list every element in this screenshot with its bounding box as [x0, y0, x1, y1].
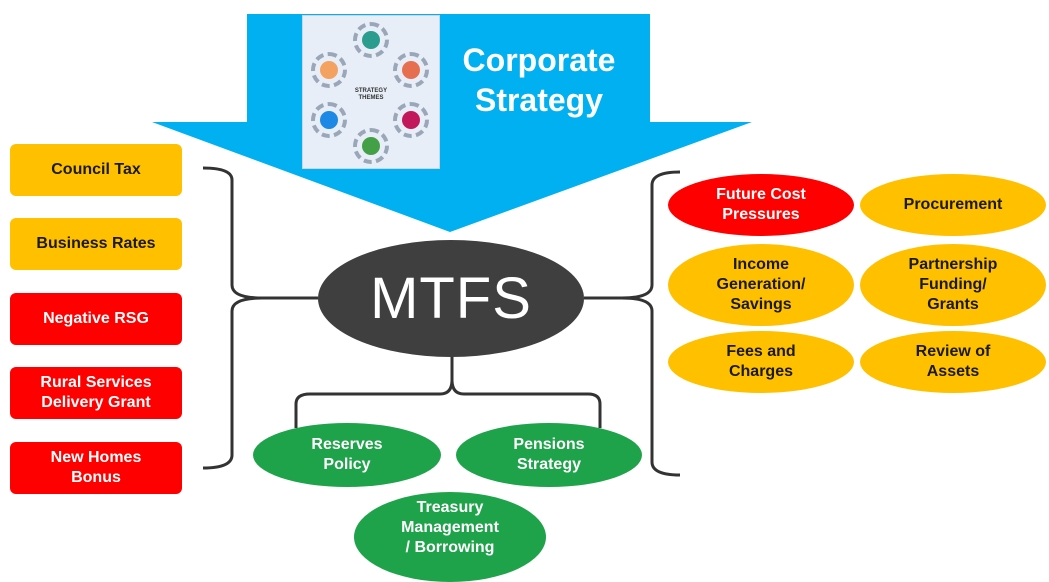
bottom-item-reserves-policy: Reserves Policy — [253, 423, 441, 487]
item-label: Strategy — [516, 456, 581, 473]
theme-gear-icon — [353, 22, 389, 58]
right-item-procurement: Procurement — [860, 174, 1046, 236]
right-item-partnership-funding: Partnership Funding/ Grants — [860, 244, 1046, 326]
left-bracket — [202, 166, 263, 470]
item-label: Partnership — [908, 256, 998, 273]
strategy-themes-label: STRATEGY THEMES — [349, 88, 393, 102]
item-label: Negative RSG — [43, 310, 149, 327]
bottom-item-treasury-management: Treasury Management / Borrowing — [354, 492, 546, 582]
item-label: Income — [732, 256, 789, 273]
item-label: Future Cost — [716, 186, 806, 203]
theme-gear-icon — [311, 52, 347, 88]
right-item-future-cost-pressures: Future Cost Pressures — [668, 174, 854, 236]
item-label: Policy — [323, 456, 371, 473]
item-label: Management — [401, 519, 499, 536]
item-label: Pressures — [722, 206, 800, 223]
item-label: Delivery Grant — [41, 394, 151, 411]
item-label: Fees and — [726, 343, 796, 360]
corporate-strategy-title: Corporate Strategy — [444, 40, 634, 120]
item-label: Funding/ — [919, 276, 987, 293]
theme-gear-icon — [393, 52, 429, 88]
mtfs-diagram: STRATEGY THEMES Corporate Strategy MTFS … — [10, 14, 1046, 582]
item-label: Assets — [926, 363, 980, 380]
item-label: New Homes — [50, 449, 142, 466]
theme-gear-icon — [311, 102, 347, 138]
left-item-negative-rsg: Negative RSG — [10, 293, 182, 345]
themes-label-line: THEMES — [358, 95, 384, 101]
bottom-bracket — [294, 379, 602, 428]
right-item-review-of-assets: Review of Assets — [860, 331, 1046, 393]
item-label: Generation/ — [716, 276, 806, 293]
title-line: Corporate — [462, 42, 616, 78]
item-label: Reserves — [311, 436, 383, 453]
item-label: Treasury — [416, 499, 484, 516]
strategy-themes-graphic: STRATEGY THEMES — [302, 15, 440, 169]
theme-gear-icon — [353, 128, 389, 164]
title-line: Strategy — [474, 82, 604, 118]
themes-label-line: STRATEGY — [354, 88, 388, 94]
right-item-income-generation: Income Generation/ Savings — [668, 244, 854, 326]
item-label: Pensions — [513, 436, 585, 453]
item-label: Grants — [927, 296, 979, 313]
right-item-fees-and-charges: Fees and Charges — [668, 331, 854, 393]
left-item-rural-services: Rural Services Delivery Grant — [10, 367, 182, 419]
item-label: Council Tax — [51, 161, 141, 178]
left-item-new-homes-bonus: New Homes Bonus — [10, 442, 182, 494]
item-label: Procurement — [903, 196, 1003, 213]
item-label: Bonus — [71, 469, 121, 486]
item-label: Savings — [730, 296, 792, 313]
left-item-council-tax: Council Tax — [10, 144, 182, 196]
item-label: Review of — [915, 343, 991, 360]
item-label: / Borrowing — [405, 539, 495, 556]
item-label: Charges — [728, 363, 793, 380]
mtfs-node: MTFS — [318, 240, 584, 357]
item-label: Business Rates — [36, 235, 156, 252]
bottom-item-pensions-strategy: Pensions Strategy — [456, 423, 642, 487]
left-item-business-rates: Business Rates — [10, 218, 182, 270]
theme-gear-icon — [393, 102, 429, 138]
item-label: Rural Services — [40, 374, 152, 391]
right-bracket — [621, 170, 681, 477]
